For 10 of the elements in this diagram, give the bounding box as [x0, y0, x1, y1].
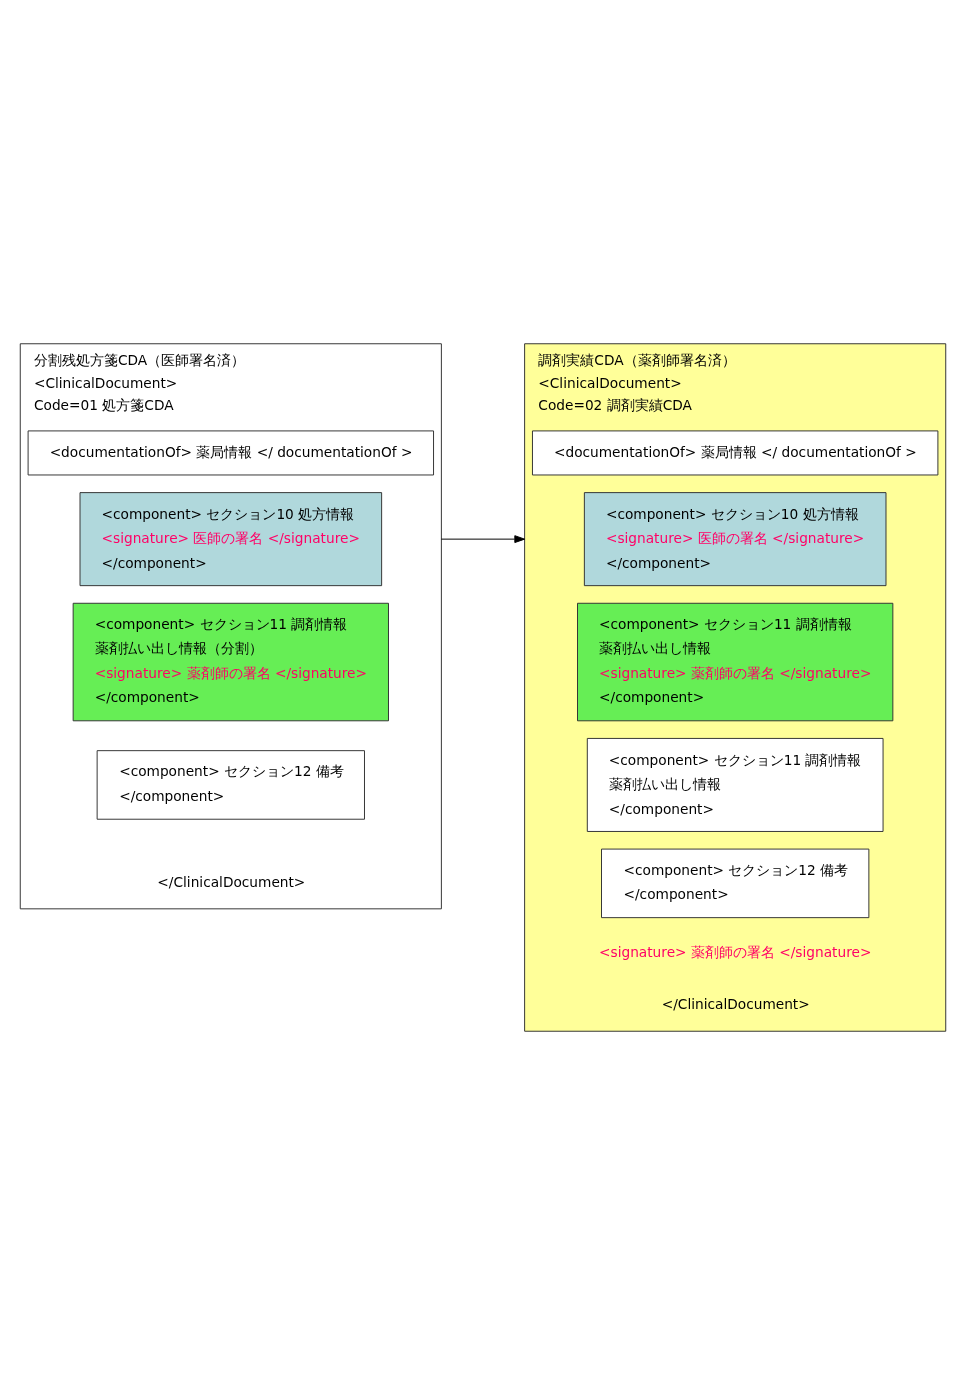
node-box: <documentationOf> 薬局情報 </ documentationOf > — [531, 430, 939, 476]
node-box: <component> セクション11 調剤情報 薬剤払い出し情報 <signature> 薬剤師の署名 </signature> </component> — [577, 602, 894, 722]
node-box: <component> セクション12 備考 </component> — [96, 750, 365, 820]
node-box: <component> セクション12 備考 </component> — [601, 848, 870, 919]
node-box: <component> セクション11 調剤情報 薬剤払い出し情報（分割） <signature> 薬剤師の署名 </signature> </component> — [72, 602, 389, 722]
node-box: <component> セクション10 処方情報 <signature> 医師の署名 </signature> </component> — [79, 492, 383, 587]
node-box: <component> セクション11 調剤情報 薬剤払い出し情報 </component> — [586, 737, 884, 832]
arrow — [440, 535, 526, 544]
node-box: <documentationOf> 薬局情報 </ documentationOf > — [27, 430, 435, 476]
node-box: <component> セクション10 処方情報 <signature> 医師の署名 </signature> </component> — [583, 492, 887, 587]
